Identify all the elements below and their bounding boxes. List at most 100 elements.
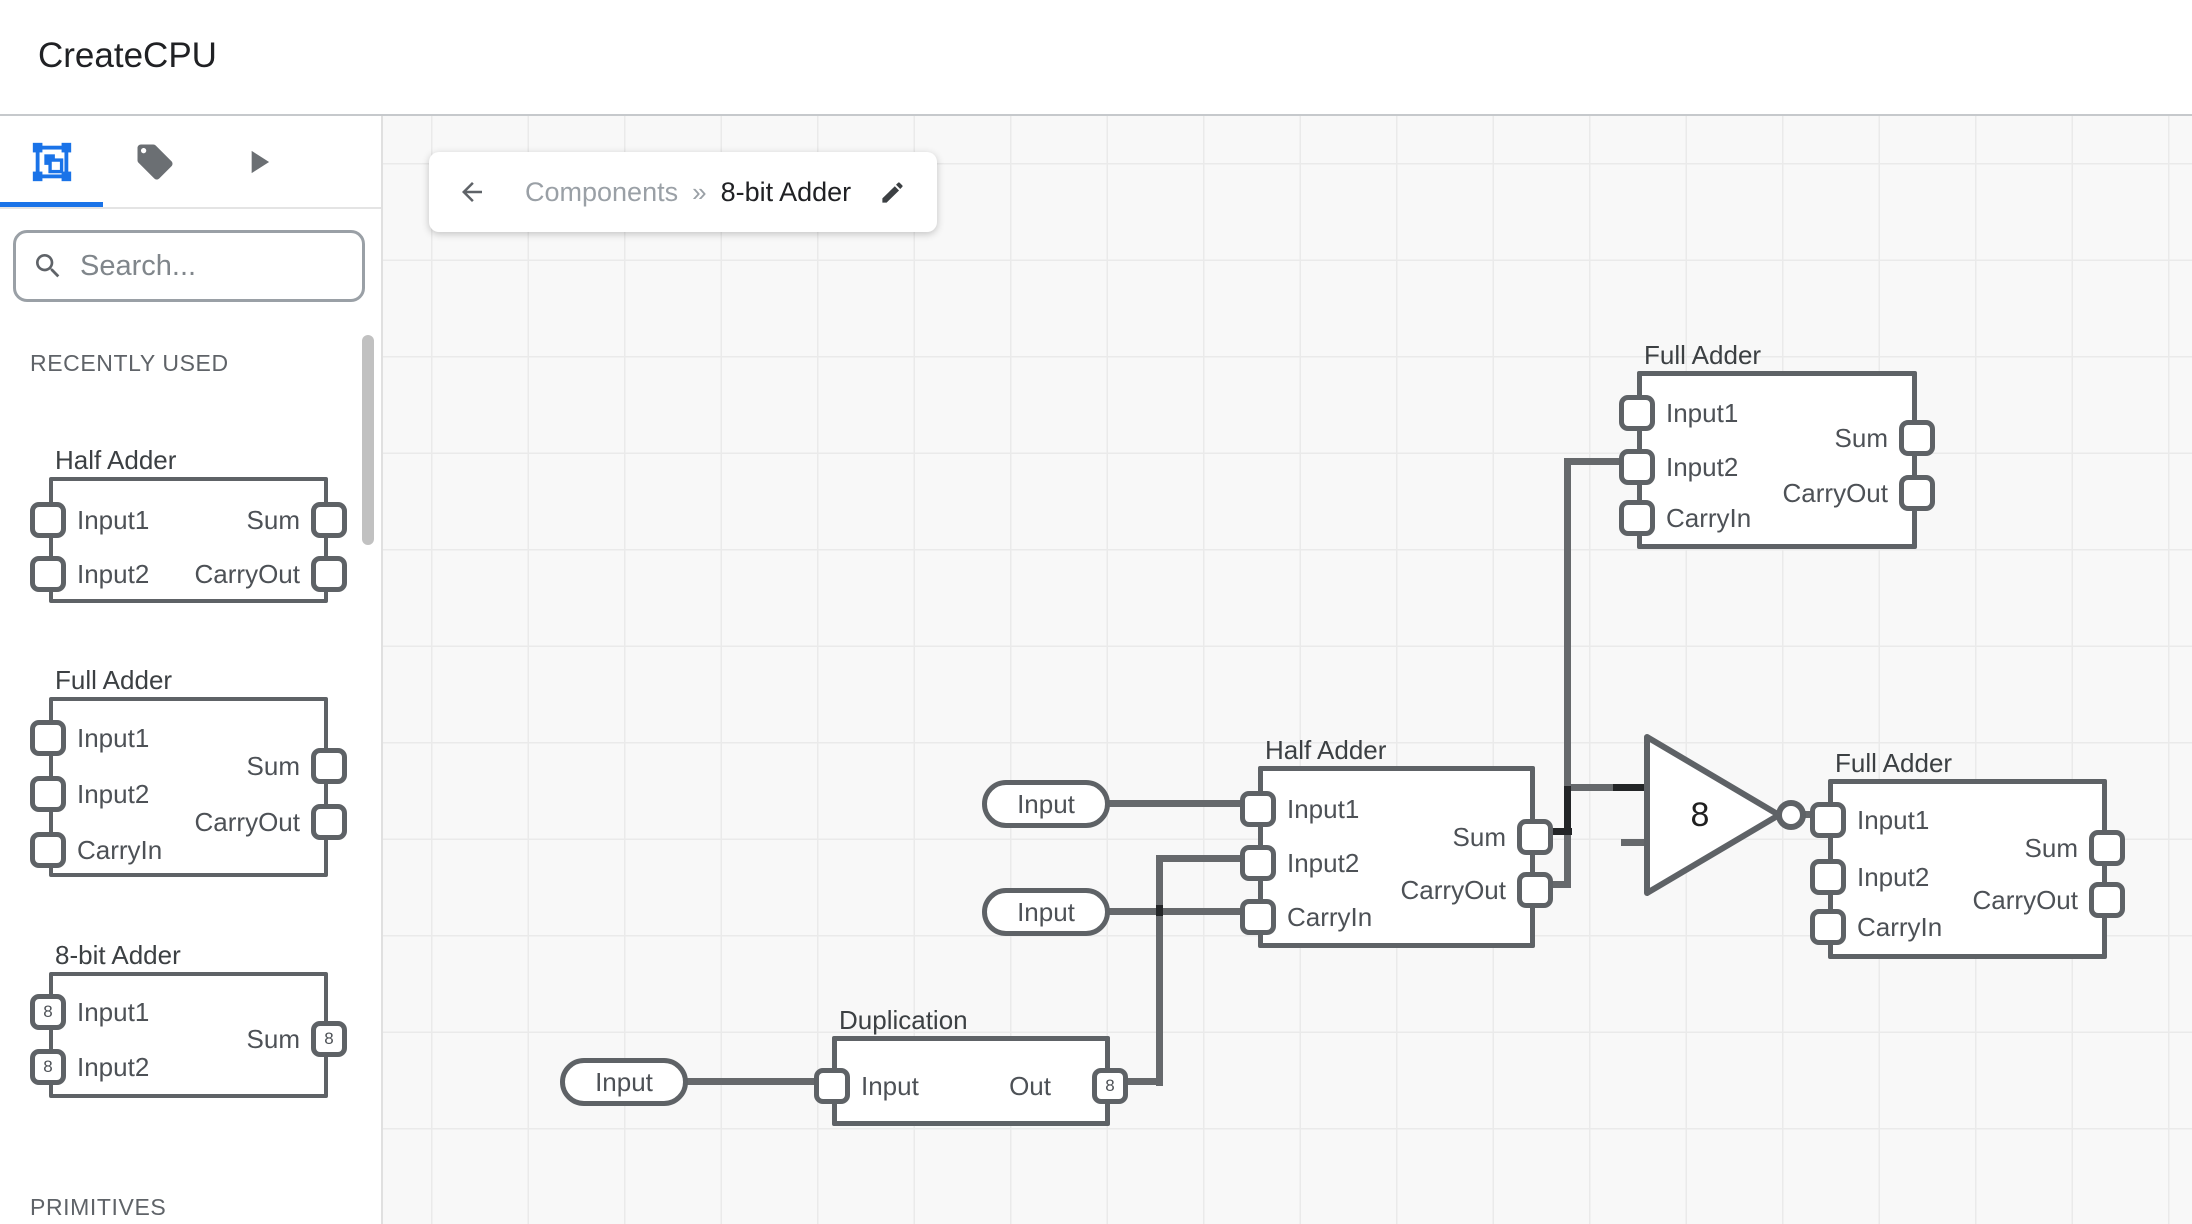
port-carryin[interactable] — [1810, 909, 1846, 945]
circuit-input-pill[interactable]: Input — [560, 1058, 688, 1106]
sidebar-component-full-adder[interactable]: Full Adder Input1 Input2 CarryIn Sum Car… — [30, 665, 347, 877]
port-input2[interactable] — [1810, 859, 1846, 895]
port-input1[interactable] — [1810, 802, 1846, 838]
circuit-input-pill[interactable]: Input — [982, 888, 1110, 936]
port-input1[interactable] — [1240, 791, 1276, 827]
sidebar-scrollbar[interactable] — [362, 335, 374, 545]
wire — [1156, 855, 1258, 862]
canvas-component-full-adder-top[interactable]: Full Adder Input1 Input2 CarryIn Sum Car… — [1619, 340, 1935, 549]
port-input1[interactable] — [1619, 395, 1655, 431]
not-gate-8bit[interactable]: 8 — [1600, 700, 1840, 920]
port-input1-8bit: 8 — [30, 994, 66, 1030]
port-label: Sum — [1834, 423, 1888, 453]
app-header: CreateCPU — [0, 0, 2192, 116]
port-label: Input2 — [77, 779, 150, 809]
port-carryin[interactable] — [1240, 899, 1276, 935]
sidebar-component-half-adder[interactable]: Half Adder Input1 Input2 Sum CarryOut — [30, 445, 347, 603]
port-label: Sum — [2024, 833, 2078, 863]
wire — [1621, 839, 1648, 846]
component-title: Half Adder — [1265, 735, 1387, 765]
tab-components[interactable] — [0, 116, 103, 207]
sidebar-tabbar — [0, 116, 381, 209]
component-title: Full Adder — [1644, 340, 1762, 370]
search-input[interactable] — [78, 248, 332, 284]
canvas-component-full-adder-right[interactable]: Full Adder Input1 Input2 CarryIn Sum Car… — [1810, 748, 2125, 959]
tab-run[interactable] — [206, 116, 309, 207]
port-carryout[interactable] — [1517, 872, 1553, 908]
port-label: Out — [1009, 1071, 1051, 1101]
port-input[interactable] — [814, 1068, 850, 1104]
port-label: Input1 — [77, 997, 150, 1027]
canvas-component-half-adder[interactable]: Half Adder Input1 Input2 CarryIn Sum Car… — [1240, 735, 1553, 948]
circuit-input-pill[interactable]: Input — [982, 780, 1110, 828]
component-title: Duplication — [839, 1005, 968, 1035]
wire-overlap — [1542, 828, 1572, 835]
port-carryout[interactable] — [2089, 882, 2125, 918]
wire — [1564, 458, 1571, 888]
port-label: Input2 — [77, 559, 150, 589]
circuit-canvas[interactable] — [382, 116, 2192, 1224]
wire — [1120, 1078, 1163, 1085]
port-label: CarryIn — [1287, 902, 1373, 932]
pill-label: Input — [1017, 788, 1075, 819]
port-sum — [311, 502, 347, 538]
port-input2[interactable] — [1619, 449, 1655, 485]
components-icon — [32, 142, 71, 181]
port-label: Input2 — [1857, 862, 1930, 892]
port-input1 — [30, 502, 66, 538]
port-label: Input1 — [77, 723, 150, 753]
port-input2 — [30, 776, 66, 812]
breadcrumb: Components » 8-bit Adder — [429, 152, 937, 232]
port-label: CarryOut — [1400, 875, 1506, 905]
wire — [1564, 458, 1632, 465]
port-label: Input2 — [1666, 452, 1739, 482]
wire-overlap — [1156, 905, 1163, 916]
port-label: CarryIn — [1857, 912, 1943, 942]
port-sum[interactable] — [1899, 420, 1935, 456]
section-primitives: PRIMITIVES — [30, 1194, 167, 1220]
wire-overlap — [1613, 784, 1648, 791]
port-sum-8bit: 8 — [311, 1021, 347, 1057]
breadcrumb-current: 8-bit Adder — [720, 176, 852, 207]
port-label: CarryOut — [1972, 885, 2078, 915]
port-label: Input — [861, 1071, 919, 1101]
pill-label: Input — [595, 1066, 653, 1097]
port-label: CarryOut — [1782, 478, 1888, 508]
port-input2[interactable] — [1240, 845, 1276, 881]
port-carryout — [311, 804, 347, 840]
arrow-left-icon — [462, 182, 482, 202]
port-sum[interactable] — [2089, 830, 2125, 866]
port-label: Sum — [1452, 822, 1506, 852]
port-carryin — [30, 832, 66, 868]
port-label: Input1 — [77, 505, 150, 535]
play-icon — [251, 150, 269, 173]
port-label: CarryOut — [194, 807, 300, 837]
component-title: Full Adder — [1835, 748, 1953, 778]
port-label: Input1 — [1857, 805, 1930, 835]
port-label: Input2 — [1287, 848, 1360, 878]
wire — [684, 1078, 838, 1085]
breadcrumb-components-link[interactable]: Components — [525, 176, 679, 207]
section-recently-used: RECENTLY USED — [30, 350, 229, 376]
canvas-component-duplication[interactable]: Duplication 8 Input Out — [814, 1005, 1128, 1126]
port-carryout[interactable] — [1899, 475, 1935, 511]
active-tab-indicator — [0, 202, 103, 207]
port-out-8bit[interactable]: 8 — [1092, 1068, 1128, 1104]
sidebar-component-8bit-adder[interactable]: 8-bit Adder 8 8 8 Input1 Input2 Sum — [30, 940, 347, 1098]
port-label: Sum — [246, 505, 300, 535]
port-input1 — [30, 720, 66, 756]
wire — [1571, 784, 1648, 791]
port-label: Input1 — [1666, 398, 1739, 428]
port-sum[interactable] — [1517, 819, 1553, 855]
port-input2-8bit: 8 — [30, 1049, 66, 1085]
edit-name-button[interactable] — [879, 179, 906, 206]
port-input2 — [30, 556, 66, 592]
tab-tags[interactable] — [103, 116, 206, 207]
wire — [1100, 908, 1258, 915]
back-button[interactable] — [457, 177, 487, 207]
search-box — [13, 230, 365, 302]
port-label: Input1 — [1287, 794, 1360, 824]
port-label: Sum — [246, 751, 300, 781]
port-carryin[interactable] — [1619, 500, 1655, 536]
component-title: Full Adder — [55, 665, 173, 695]
